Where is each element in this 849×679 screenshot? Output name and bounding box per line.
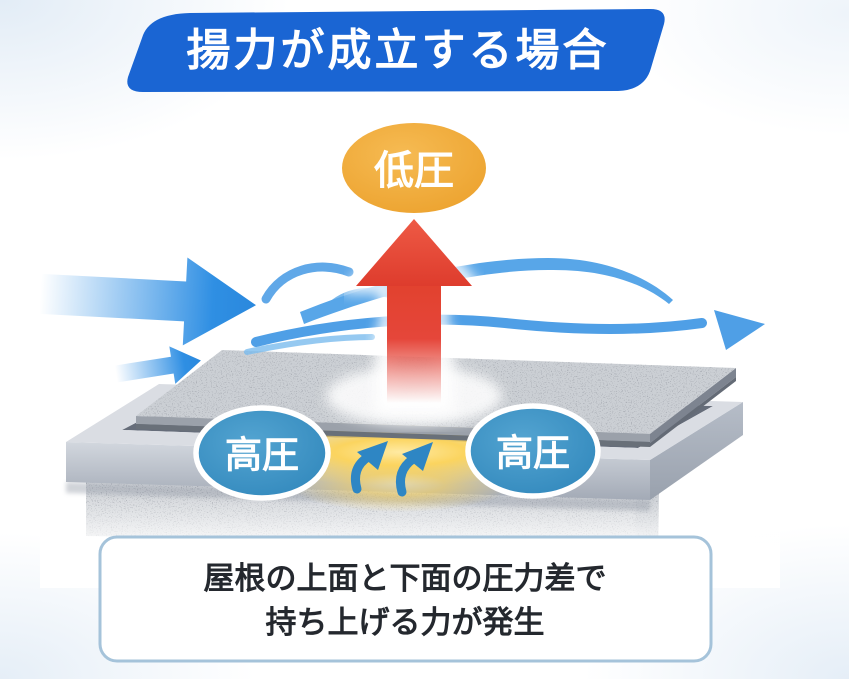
high-pressure-left-label: 高圧 — [225, 434, 299, 477]
low-pressure-bubble: 低圧 — [342, 123, 486, 213]
flow-arrow-icon — [714, 310, 765, 350]
updraft-arrows — [350, 441, 433, 497]
wind-arrow-large — [39, 257, 256, 346]
high-pressure-bubble-left: 高圧 — [193, 405, 331, 501]
streamline-faint — [244, 334, 375, 355]
slab-right-edge-dark — [650, 377, 736, 447]
wind-arrow-small — [114, 346, 201, 384]
low-pressure-label: 低圧 — [374, 148, 454, 194]
wind-streamlines — [244, 258, 765, 355]
streamline-arc-1 — [261, 262, 354, 304]
lift-arrow — [339, 207, 489, 414]
title-banner: 揚力が成立する場合 — [127, 8, 665, 92]
right-arrow-icon — [114, 346, 201, 384]
lift-arrow-shaft — [387, 285, 441, 403]
curved-up-arrow-icon — [350, 441, 388, 494]
curved-up-arrow-icon — [395, 442, 433, 497]
caption-box: 屋根の上面と下面の圧力差で 持ち上げる力が発生 — [98, 535, 713, 663]
high-pressure-right-label: 高圧 — [496, 432, 570, 475]
caption-line2: 持ち上げる力が発生 — [266, 605, 545, 641]
parapet-right-face — [650, 402, 743, 500]
up-arrow-icon — [356, 219, 472, 286]
high-pressure-bubble-right: 高圧 — [465, 403, 601, 499]
caption-line1: 屋根の上面と下面の圧力差で — [204, 561, 607, 597]
right-arrow-icon — [39, 257, 256, 346]
page-title: 揚力が成立する場合 — [187, 25, 610, 76]
streamline-bottom — [251, 314, 707, 347]
slab-right-edge — [650, 368, 736, 443]
